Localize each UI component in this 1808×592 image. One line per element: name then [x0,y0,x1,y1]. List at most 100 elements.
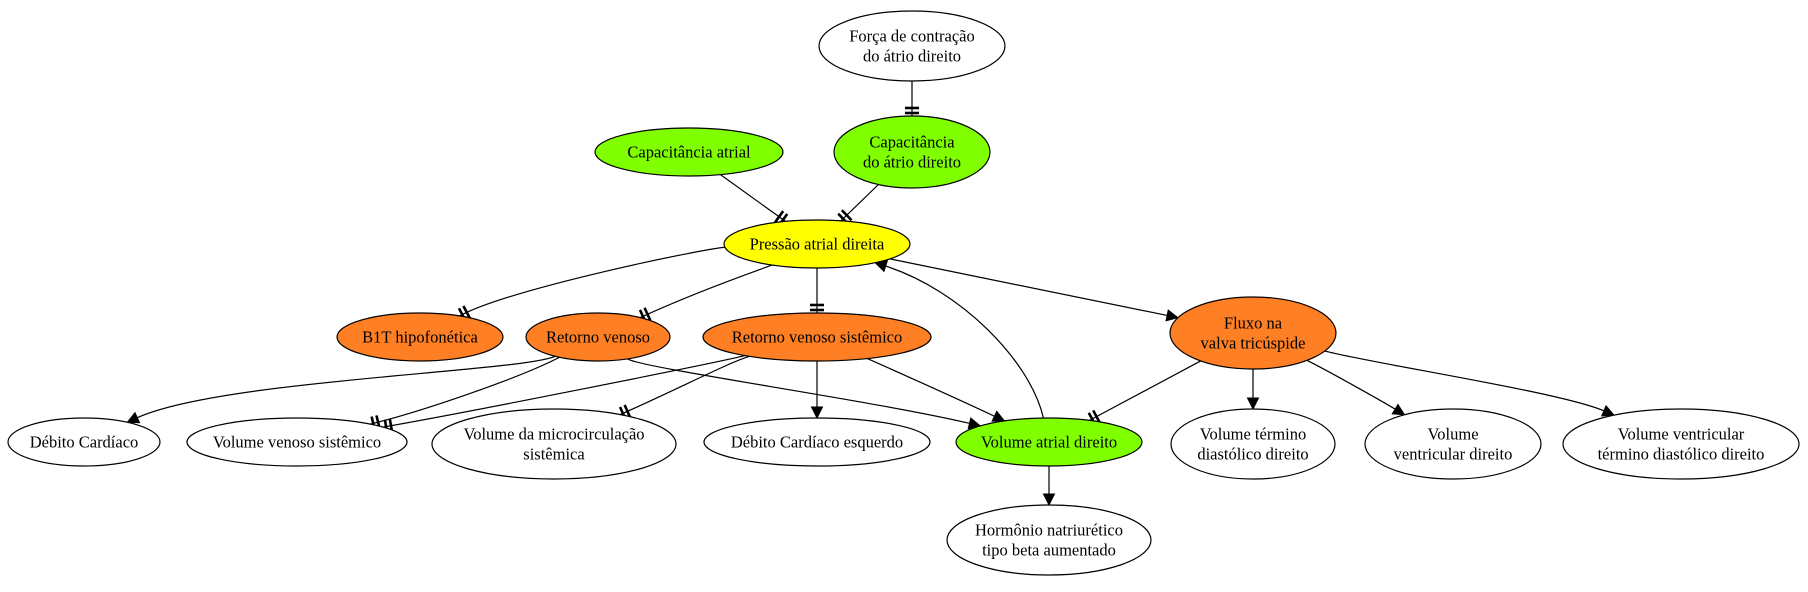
tee-mark [840,209,853,222]
arrowhead [1391,403,1406,416]
edge-pad-to-rvs [810,268,824,313]
edge-line [627,358,970,424]
node-ellipse [946,504,1152,576]
node-label: do átrio direito [863,47,961,66]
edge-rv-to-dc [126,355,556,424]
node-label: Volume venoso sistêmico [213,433,381,452]
arrowhead [810,406,824,420]
node-label: Capacitância [869,133,955,152]
tee-mark [643,307,652,322]
node-label: Débito Cardíaco esquerdo [731,433,903,452]
node-ellipse [186,417,408,467]
edge-rvs-to-vmicro [618,355,750,421]
node-ellipse [703,417,931,467]
node-ellipse [594,127,784,177]
node-vad: Volume atrial direito [955,417,1143,467]
node-ellipse [955,417,1143,467]
node-ellipse [336,312,504,362]
node-label: Retorno venoso [546,328,650,347]
node-label: Volume [1427,425,1478,444]
edge-line [889,258,1168,317]
edge-cap_ad-to-pad [837,184,879,225]
node-ellipse [1364,408,1542,480]
edge-line [459,246,725,317]
node-label: Fluxo na [1224,314,1283,333]
edge-pad-to-b1t [457,246,725,322]
node-dc: Débito Cardíaco [7,417,161,467]
edge-line [1306,359,1396,410]
edge-forca-to-cap_ad [905,81,919,116]
arrowhead [126,411,141,424]
arrowhead [1165,309,1179,322]
node-dce: Débito Cardíaco esquerdo [703,417,931,467]
edge-rvs-to-vad [867,357,1006,422]
node-ellipse [818,10,1006,82]
node-label: Força de contração [849,27,975,46]
tee-mark [462,305,472,319]
edge-line [137,355,556,419]
edge-fluxo-to-vad [1087,360,1201,426]
edge-fluxo-to-vvtdd [1324,350,1615,417]
node-pad: Pressão atrial direita [723,219,911,269]
edge-line [885,265,1045,419]
edge-line [1324,350,1605,412]
arrowhead [1042,493,1056,507]
node-ellipse [1169,296,1337,370]
node-label: Volume atrial direito [981,433,1117,452]
node-ellipse [723,219,911,269]
edge-cap_atrial-to-pad [720,174,789,227]
node-label: sistêmica [523,445,585,464]
edge-line [867,357,995,417]
node-label: Retorno venoso sistêmico [732,328,902,347]
node-label: valva tricúspide [1201,334,1306,353]
tee-mark [623,404,632,419]
node-label: Volume término [1200,425,1306,444]
edge-line [639,264,773,319]
node-b1t: B1T hipofonética [336,312,504,362]
edge-rv-to-vad [627,358,982,430]
node-label: Volume ventricular [1618,425,1745,444]
arrowhead [1246,397,1260,411]
node-label: Hormônio natriurético [975,521,1123,540]
node-label: diastólico direito [1197,445,1308,464]
edge-rvs-to-dce [810,361,824,420]
node-cap-atrial: Capacitância atrial [594,127,784,177]
edge-pad-to-rv [638,264,773,324]
edge-line [619,355,750,416]
node-label: ventricular direito [1394,445,1513,464]
node-ellipse [431,408,677,480]
arrowhead [1600,404,1615,417]
node-rvs: Retorno venoso sistêmico [702,312,932,362]
node-ellipse [525,312,671,362]
node-label: B1T hipofonética [362,328,478,347]
node-ellipse [7,417,161,467]
node-ellipse [1170,408,1336,480]
node-label: término diastólico direito [1598,445,1765,464]
tee-mark [773,210,785,224]
node-label: Capacitância atrial [627,143,751,162]
node-ellipse [833,115,991,189]
node-label: Volume da microcirculação [463,425,644,444]
node-label: Pressão atrial direita [750,235,885,254]
edge-fluxo-to-vtdd [1246,369,1260,411]
edge-fluxo-to-vvd [1306,359,1406,416]
node-label: Débito Cardíaco [30,433,139,452]
edge-line [383,355,746,428]
node-label: do átrio direito [863,153,961,172]
edge-line [720,174,786,222]
node-label: tipo beta aumentado [982,541,1116,560]
node-ellipse [702,312,932,362]
arrowhead [991,410,1006,422]
node-rv: Retorno venoso [525,312,671,362]
node-vvs: Volume venoso sistêmico [186,417,408,467]
